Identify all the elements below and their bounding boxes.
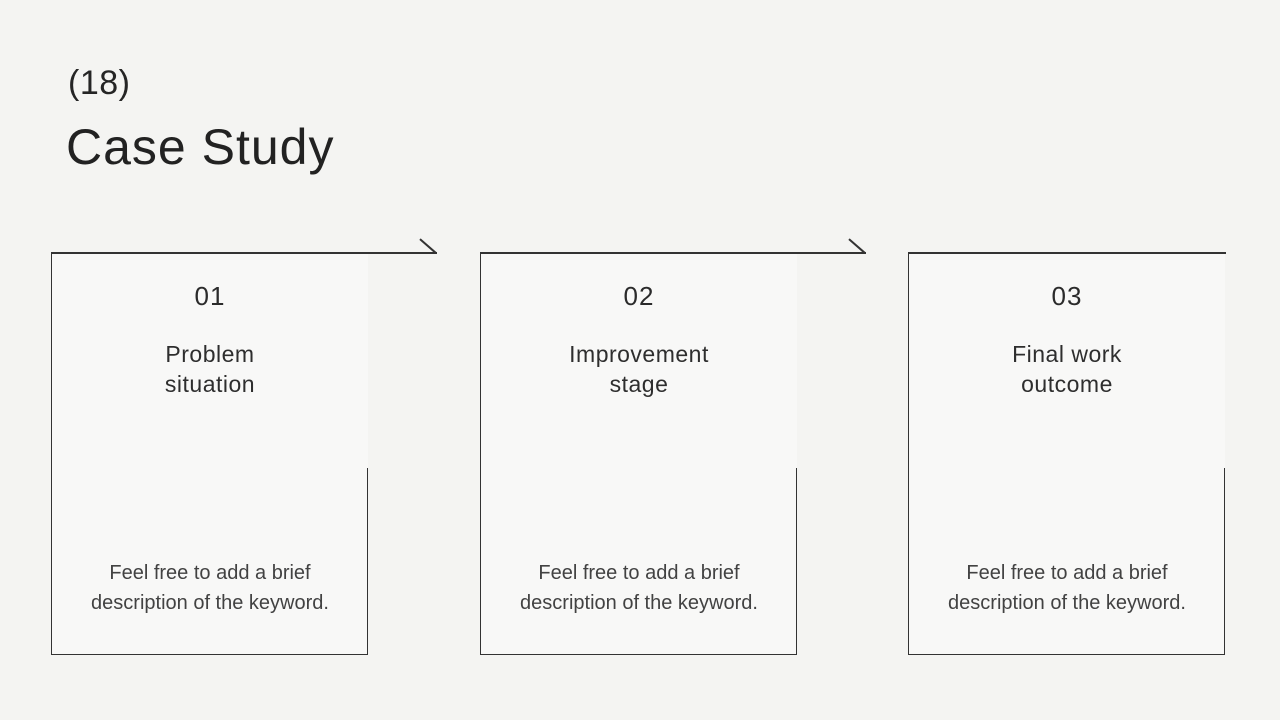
step-title: Final work outcome [909,339,1225,399]
step-number: 01 [194,281,226,311]
step-title: Improvement stage [481,339,797,399]
step-title: Problem situation [52,339,368,399]
step-description-line: Feel free to add a brief [966,562,1168,584]
step-description: Feel free to add a brief description of … [52,558,368,618]
step-title-line: outcome [1021,371,1113,397]
card-top-line [907,252,1226,254]
step-description-line: Feel free to add a brief [538,562,740,584]
step-description-line: description of the keyword. [91,592,329,614]
case-step-card: 03 Final work outcome Feel free to add a… [907,252,1226,655]
page-title: Case Study [66,119,335,175]
step-description-line: Feel free to add a brief [109,562,311,584]
step-number: 03 [1051,281,1083,311]
step-title-line: Final work [1012,341,1122,367]
case-step-card: 01 Problem situation Feel free to add a … [50,238,437,655]
card-top-line [479,252,866,254]
step-description-line: description of the keyword. [520,592,758,614]
step-description: Feel free to add a brief description of … [909,558,1225,618]
step-number: 02 [623,281,655,311]
slide-number: (18) [68,64,131,102]
step-title-line: situation [164,371,256,397]
step-title-line: Improvement [569,341,709,367]
step-description: Feel free to add a brief description of … [481,558,797,618]
card-right-line [366,468,368,654]
step-description-line: description of the keyword. [948,592,1186,614]
step-title-line: stage [609,371,669,397]
card-right-line [795,468,797,654]
card-top-line [50,252,437,254]
case-step-card: 02 Improvement stage Feel free to add a … [479,238,866,655]
card-right-line [1223,468,1225,654]
step-title-line: Problem [165,341,255,367]
